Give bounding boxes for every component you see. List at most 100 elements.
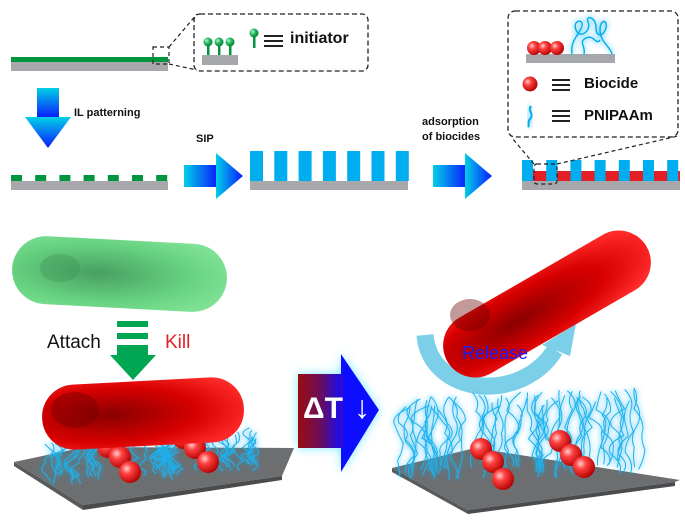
released-bacterium xyxy=(443,230,651,378)
green-bacterium-image xyxy=(12,236,227,312)
delta-t-arrow xyxy=(298,354,379,472)
pnipaam-strand xyxy=(631,387,641,468)
pnipaam-strand xyxy=(531,391,545,477)
pnipaam-strand xyxy=(63,447,81,484)
pnipaam-strand xyxy=(159,442,177,475)
polymer-pillar xyxy=(618,160,630,181)
polymer-pillar xyxy=(298,151,312,181)
pnipaam-strand xyxy=(431,407,451,472)
biocide-legend-box xyxy=(507,10,679,138)
pnipaam-strand xyxy=(448,396,463,479)
pnipaam-strand xyxy=(218,435,229,468)
legend-pnipaam-coils xyxy=(571,16,613,55)
initiator-dash xyxy=(11,175,22,181)
initiator-dash xyxy=(107,175,119,181)
zoom-guide-lines-left xyxy=(168,13,198,71)
polymer-pillar xyxy=(322,151,336,181)
pnipaam-strand xyxy=(166,444,177,480)
adsorption-arrow xyxy=(433,153,492,199)
pnipaam-strand xyxy=(537,404,553,470)
kill-label: Kill xyxy=(165,332,191,353)
polymer-pillar xyxy=(643,160,654,181)
adsorption-label-line2: of biocides xyxy=(422,131,481,143)
pnipaam-strand xyxy=(393,407,409,478)
legend-substrate xyxy=(526,54,615,63)
polymer-pillar xyxy=(347,151,361,181)
biocide-loaded-pattern xyxy=(522,160,680,190)
delta-t-label: ΔT xyxy=(303,392,343,425)
il-patterning-label: IL patterning xyxy=(74,107,141,119)
zoom-marker-left xyxy=(152,46,170,65)
equivalence-icon-biocide xyxy=(552,79,570,91)
pnipaam-strand xyxy=(41,443,58,482)
pnipaam-strand xyxy=(445,396,458,480)
pnipaam-strand xyxy=(430,405,440,474)
polymer-pillar xyxy=(522,160,533,181)
pnipaam-strand xyxy=(513,398,528,468)
biocide-spheres-right xyxy=(470,430,595,490)
initiator-label: initiator xyxy=(290,30,349,47)
pnipaam-strand xyxy=(504,397,510,469)
polymer-pillar xyxy=(274,151,288,181)
legend-biocide-spheres xyxy=(527,41,564,55)
pnipaam-strand xyxy=(242,427,260,465)
initiator-dash xyxy=(35,175,47,181)
attach-label: Attach xyxy=(47,332,101,353)
initiator-dash xyxy=(83,175,95,181)
pnipaam-strand xyxy=(403,406,416,479)
release-circular-arrow xyxy=(416,324,576,395)
biocide-label: Biocide xyxy=(584,75,639,92)
pnipaam-strand xyxy=(231,434,245,471)
release-label: Release xyxy=(462,343,529,363)
sip-arrow xyxy=(184,153,243,199)
pnipaam-strand xyxy=(581,396,592,464)
pnipaam-strand xyxy=(427,396,439,480)
pnipaam-strand xyxy=(168,449,184,476)
initiator-molecule-icons xyxy=(203,37,235,55)
pnipaam-strand xyxy=(527,405,545,473)
pnipaam-label: PNIPAAm xyxy=(584,107,653,124)
killed-bacterium-left xyxy=(42,377,244,450)
initiator-dash xyxy=(156,175,168,181)
pnipaam-strand xyxy=(240,437,257,466)
pnipaam-brushes-left xyxy=(41,427,260,485)
equivalence-icon-pnipaam xyxy=(552,110,570,122)
pnipaam-strand xyxy=(85,445,97,477)
pnipaam-strand xyxy=(411,405,430,471)
polymer-pillar xyxy=(395,151,409,181)
polymer-brush-pattern xyxy=(250,151,409,190)
pnipaam-strand xyxy=(410,399,418,479)
pnipaam-strand xyxy=(157,445,172,469)
pnipaam-strand xyxy=(599,393,612,465)
pnipaam-strand xyxy=(450,400,466,480)
pnipaam-strand xyxy=(420,405,436,471)
pnipaam-strand xyxy=(544,400,562,477)
pnipaam-strand xyxy=(575,395,591,467)
pnipaam-strand xyxy=(578,390,593,465)
biocide-symbol-icon xyxy=(522,76,538,92)
polymer-pillar xyxy=(250,151,263,181)
attach-kill-arrow xyxy=(110,321,156,380)
pnipaam-strand xyxy=(531,394,549,473)
pnipaam-strand xyxy=(50,442,62,485)
polymer-pillar xyxy=(594,160,606,181)
pnipaam-strand xyxy=(241,430,257,465)
pnipaam-strand xyxy=(601,397,614,467)
patterned-initiator-substrate xyxy=(11,175,168,190)
pnipaam-strand xyxy=(588,401,603,466)
zoom-marker-right xyxy=(533,163,558,185)
pnipaam-strand xyxy=(595,391,610,465)
pnipaam-strand xyxy=(246,438,259,472)
pnipaam-strand xyxy=(87,445,97,477)
pnipaam-strand xyxy=(148,445,166,469)
pnipaam-strand xyxy=(617,400,630,472)
pnipaam-strand xyxy=(425,396,439,477)
pnipaam-strand xyxy=(70,442,86,485)
pnipaam-strand xyxy=(506,391,522,467)
zoom-guide-lines-right xyxy=(511,135,679,165)
polymer-pillar xyxy=(667,160,679,181)
polymer-pillar xyxy=(570,160,582,181)
pnipaam-strand xyxy=(610,390,626,464)
il-patterning-arrow xyxy=(25,88,71,148)
